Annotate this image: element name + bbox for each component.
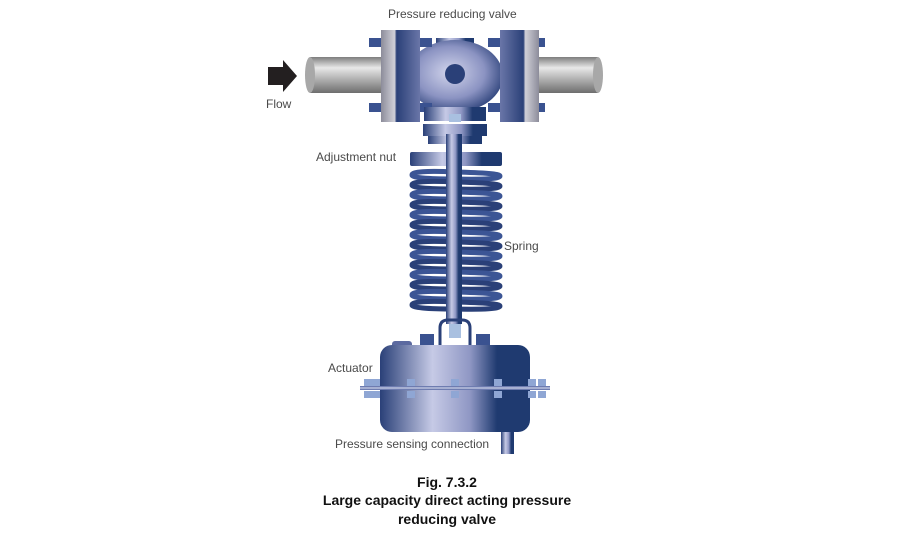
spring-coil bbox=[409, 298, 503, 312]
label-actuator: Actuator bbox=[328, 361, 373, 375]
pressure-sensing-connection bbox=[501, 432, 514, 454]
outlet-flange bbox=[500, 30, 539, 122]
flow-arrow-icon bbox=[268, 60, 297, 92]
label-pressure-reducing-valve: Pressure reducing valve bbox=[388, 7, 517, 21]
spring-coil bbox=[409, 258, 503, 272]
figure-caption-line2: reducing valve bbox=[397, 511, 497, 527]
spring-coil bbox=[409, 228, 503, 242]
actuator-housing bbox=[360, 341, 550, 432]
figure-caption-line1: Large capacity direct acting pressure bbox=[322, 492, 572, 508]
spring-coil bbox=[409, 208, 503, 222]
inlet-pipe bbox=[305, 57, 384, 93]
inlet-flange bbox=[381, 30, 420, 122]
spring bbox=[409, 168, 503, 312]
spring-coil bbox=[409, 278, 503, 292]
valve-stem bbox=[446, 134, 462, 324]
spring-coil bbox=[409, 188, 503, 202]
label-spring: Spring bbox=[504, 239, 539, 253]
label-flow: Flow bbox=[266, 97, 292, 111]
spring-coil bbox=[409, 198, 503, 212]
spring-coil bbox=[409, 218, 503, 232]
spring-coil bbox=[409, 248, 503, 262]
figure-number: Fig. 7.3.2 bbox=[417, 474, 477, 490]
spring-coil bbox=[409, 168, 503, 182]
spring-coil bbox=[409, 268, 503, 282]
spring-coil bbox=[409, 238, 503, 252]
spring-coil bbox=[409, 288, 503, 302]
label-pressure-sensing-connection: Pressure sensing connection bbox=[335, 437, 490, 451]
label-adjustment-nut: Adjustment nut bbox=[316, 150, 397, 164]
stem-coupling bbox=[420, 318, 490, 345]
spring-coil bbox=[409, 178, 503, 192]
valve-body bbox=[407, 38, 503, 112]
